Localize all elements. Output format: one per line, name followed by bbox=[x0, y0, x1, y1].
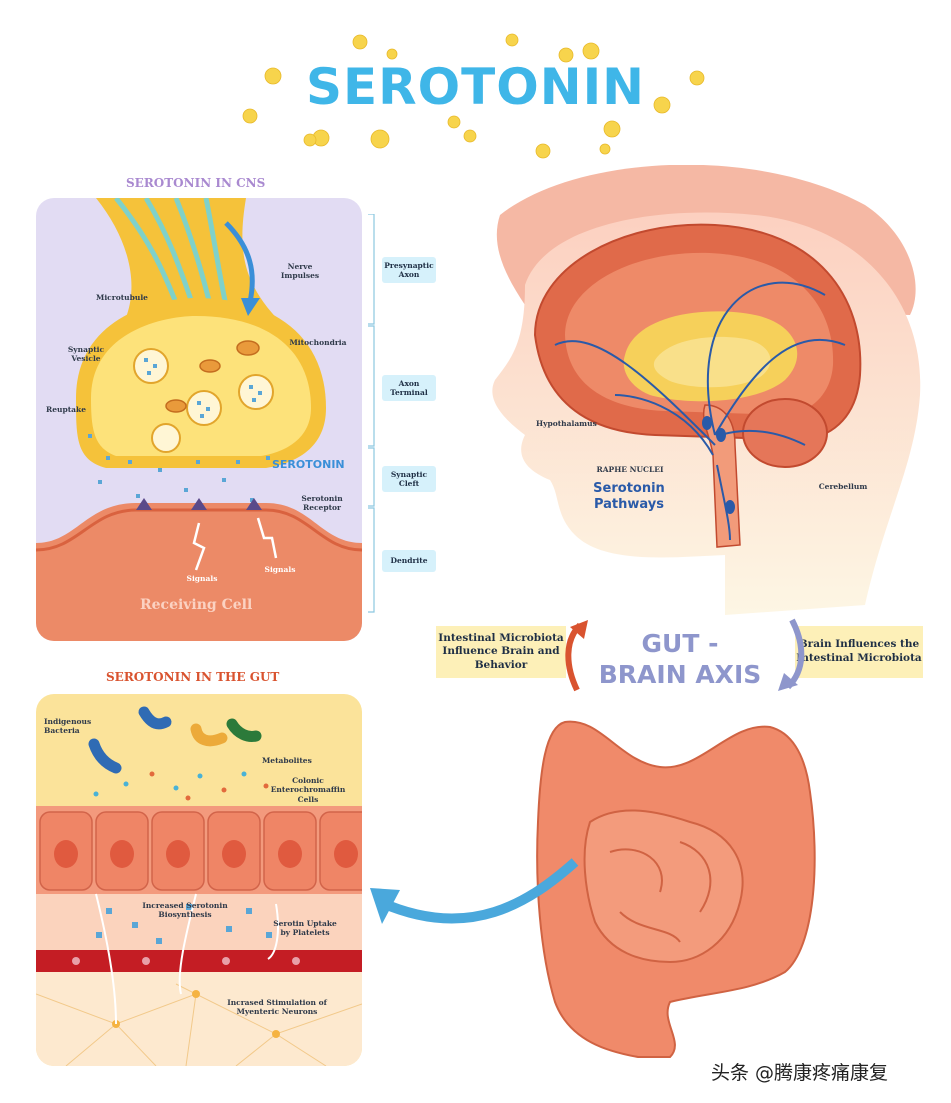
label-serotonin: SEROTONIN bbox=[272, 458, 345, 471]
label-cerebellum: Cerebellum bbox=[818, 482, 868, 491]
label-synaptic-vesicle: Synaptic Vesicle bbox=[67, 345, 105, 364]
label-indigenous-bacteria: Indigenous Bacteria bbox=[44, 717, 92, 736]
label-increased-biosynthesis: Increased Serotonin Biosynthesis bbox=[142, 901, 228, 920]
label-signals-left: Signals bbox=[186, 574, 218, 583]
side-label-dendrite: Dendrite bbox=[382, 550, 436, 572]
side-brackets bbox=[368, 214, 375, 613]
side-label-presynaptic-axon: Presynaptic Axon bbox=[382, 257, 436, 283]
label-reuptake: Reuptake bbox=[46, 405, 86, 414]
synapse-illustration bbox=[36, 198, 362, 641]
info-box-microbiota-influence: Intestinal Microbiota Influence Brain an… bbox=[436, 626, 566, 678]
label-receiving-cell: Receiving Cell bbox=[140, 597, 253, 613]
intestines-illustration bbox=[370, 720, 816, 1058]
gut-brain-axis-title: GUT - BRAIN AXIS bbox=[598, 629, 762, 690]
page-title: SEROTONIN bbox=[305, 58, 646, 116]
gut-section-title: SEROTONIN IN THE GUT bbox=[106, 670, 280, 684]
gut-wall-illustration bbox=[36, 694, 362, 1066]
label-metabolites: Metabolites bbox=[262, 756, 312, 765]
side-label-axon-terminal: Axon Terminal bbox=[382, 375, 436, 401]
label-uptake-platelets: Serotin Uptake by Platelets bbox=[273, 919, 337, 938]
watermark: 头条 @腾康疼痛康复 bbox=[711, 1062, 889, 1084]
smiley-decoration bbox=[242, 33, 705, 159]
label-serotonin-receptor: Serotonin Receptor bbox=[301, 494, 343, 513]
side-label-synaptic-cleft: Synaptic Cleft bbox=[382, 466, 436, 492]
label-microtubule: Microtubule bbox=[96, 293, 148, 302]
label-serotonin-pathways: Serotonin Pathways bbox=[593, 481, 665, 513]
label-colonic-cells: Colonic Enterochromaffin Cells bbox=[270, 776, 346, 804]
label-raphe-nuclei: RAPHE NUCLEI bbox=[596, 465, 664, 474]
axis-arrows bbox=[565, 618, 805, 692]
head-brain-illustration bbox=[492, 165, 921, 615]
label-hypothalamus: Hypothalamus bbox=[536, 419, 597, 428]
info-box-brain-influences: Brain Influences the Intestinal Microbio… bbox=[795, 626, 923, 678]
label-myenteric-neurons: Incrased Stimulation of Myenteric Neuron… bbox=[227, 998, 327, 1017]
cns-section-title: SEROTONIN IN CNS bbox=[126, 176, 266, 190]
label-nerve-impulses: Nerve Impulses bbox=[280, 262, 320, 281]
label-signals-right: Signals bbox=[264, 565, 296, 574]
label-mitochondria: Mitochondria bbox=[289, 338, 347, 347]
